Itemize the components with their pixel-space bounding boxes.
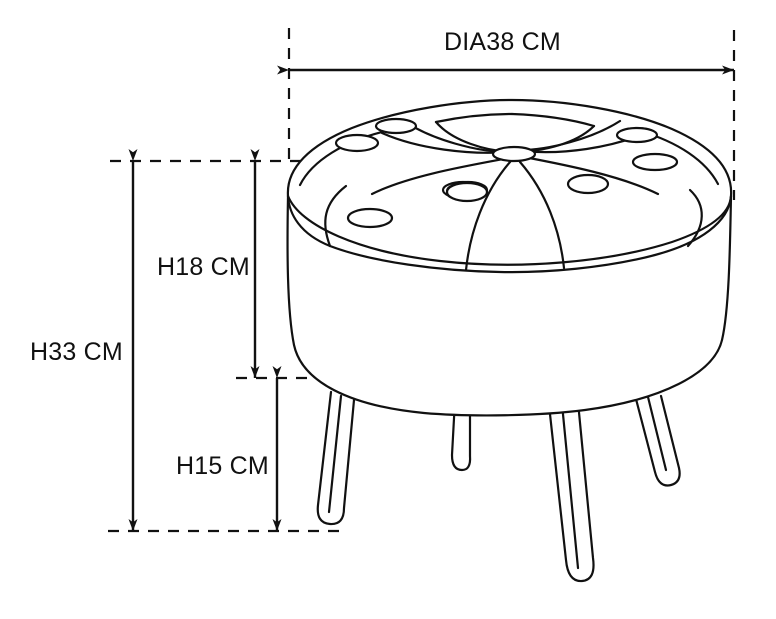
- tuft-buttons-group: [334, 117, 679, 229]
- tuft-button-left: [346, 207, 394, 229]
- tuft-button-upper-right: [615, 126, 659, 144]
- hairpin-legs-group: [316, 390, 681, 583]
- dimension-label-leg-height: H15 CM: [176, 452, 269, 480]
- leg-front-left: [316, 390, 356, 526]
- leg-rear-center: [450, 397, 472, 472]
- dimension-label-total-height: H33 CM: [30, 338, 123, 366]
- tuft-button-right: [631, 152, 679, 172]
- dimension-label-diameter: DIA38 CM: [444, 28, 561, 56]
- dimension-label-body-height: H18 CM: [157, 253, 250, 281]
- leg-rear-right: [634, 394, 681, 487]
- tuft-button-upper-left: [374, 117, 418, 135]
- center-tuft-button: [491, 145, 537, 163]
- cushion-rim-line: [286, 194, 733, 266]
- tuft-button-front-center: [445, 181, 489, 203]
- tuft-button-front-right: [566, 173, 610, 195]
- tuft-button-left-upper: [334, 133, 380, 153]
- leg-front-center-right: [547, 400, 595, 583]
- dimension-arrows-group: [128, 65, 734, 531]
- ottoman-illustration: [286, 98, 733, 583]
